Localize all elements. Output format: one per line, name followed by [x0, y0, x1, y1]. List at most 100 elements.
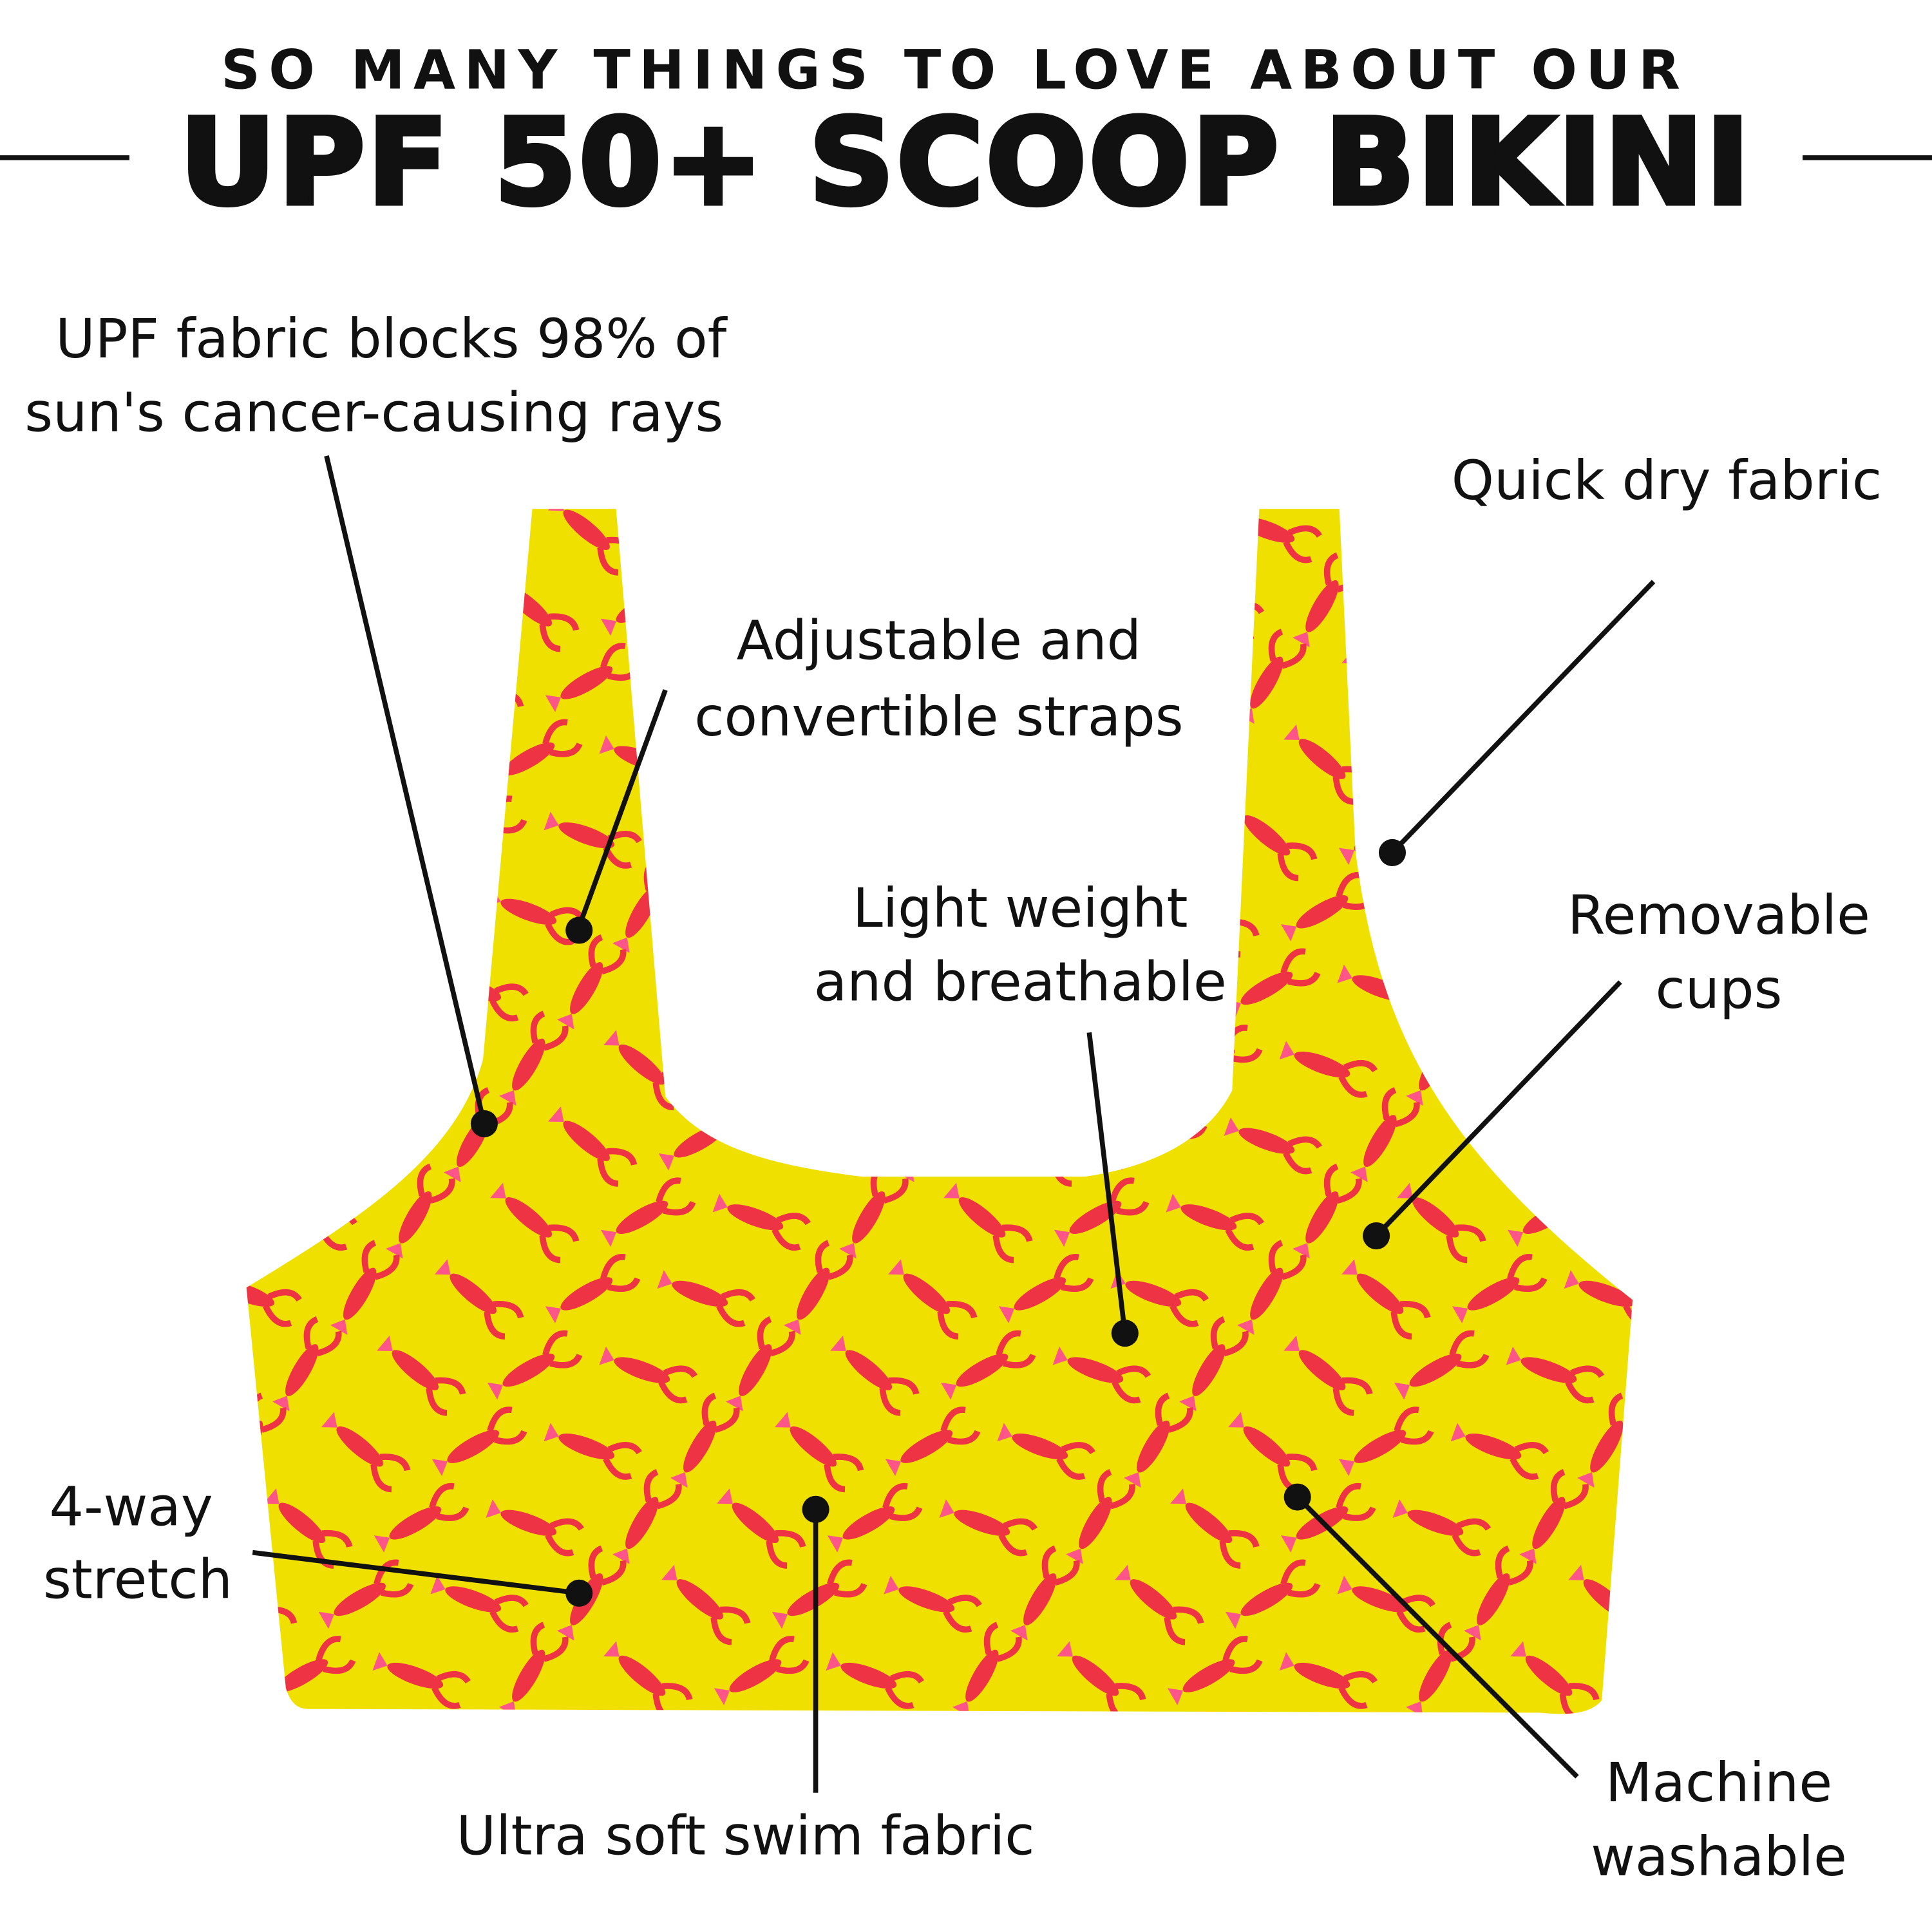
feature-upf-line1: UPF fabric blocks 98% of: [55, 307, 728, 370]
lobster-motif: [1225, 1559, 1321, 1629]
lobster-motif: [612, 1469, 682, 1564]
feature-stretch-line1: 4-way: [50, 1475, 213, 1539]
lobster-motif: [1112, 509, 1208, 560]
lobster-motif: [1506, 1346, 1605, 1404]
lobster-motif: [714, 1636, 810, 1705]
lobster-motif: [885, 795, 981, 865]
lobster-motif: [1237, 1240, 1307, 1335]
feature-upf-line2: sun's cancer-causing rays: [24, 381, 723, 444]
callout-dot-light: [1111, 1320, 1139, 1347]
feature-straps-line2: convertible straps: [694, 685, 1183, 748]
lobster-motif: [556, 934, 627, 1030]
lobster-motif: [272, 1316, 342, 1412]
lobster-motif: [246, 1101, 301, 1158]
lobster-motif: [1577, 781, 1633, 877]
lobster-motif: [1450, 1423, 1549, 1480]
lobster-motif: [1293, 1163, 1362, 1259]
callout-line-stretch: [252, 1549, 580, 1596]
lobster-motif: [940, 1330, 1036, 1400]
lobster-motif: [1166, 1193, 1265, 1251]
lobster-motif: [888, 1259, 978, 1340]
lobster-motif: [884, 1575, 982, 1633]
lobster-motif: [726, 1316, 795, 1412]
lobster-motif: [661, 953, 751, 1034]
lobster-motif: [896, 509, 967, 571]
callout-line-quick-dry: [1390, 580, 1656, 855]
lobster-motif: [827, 1482, 923, 1553]
lobster-motif: [1510, 1641, 1600, 1714]
lobster-motif: [385, 552, 455, 648]
lobster-motif: [246, 1280, 302, 1327]
lobster-motif: [430, 1575, 529, 1633]
lobster-motif: [259, 582, 357, 639]
callout-line-light: [1086, 1032, 1128, 1334]
lobster-motif: [1350, 509, 1420, 571]
feature-washable-line1: Machine: [1605, 1751, 1832, 1814]
lobster-motif: [1001, 1106, 1091, 1187]
lobster-motif: [657, 1270, 755, 1327]
lobster-motif: [1565, 1101, 1633, 1171]
lobster-motif: [431, 1406, 527, 1476]
lobster-motif: [1464, 934, 1533, 1030]
lobster-motif: [1341, 648, 1431, 729]
callout-dot-soft: [802, 1495, 829, 1523]
lobster-motif: [783, 1240, 853, 1335]
feature-stretch-line2: stretch: [43, 1548, 232, 1611]
lobster-motif: [317, 1117, 415, 1175]
lobster-motif: [1397, 1182, 1486, 1264]
lobster-motif: [885, 1406, 981, 1476]
feature-washable-line2: washable: [1591, 1825, 1847, 1888]
callout-dot-stretch: [565, 1579, 593, 1607]
lobster-motif: [658, 509, 754, 560]
lobster-motif: [600, 1177, 696, 1247]
lobster-motif: [1507, 566, 1603, 636]
lobster-motif: [826, 1041, 924, 1098]
lobster-motif: [998, 1254, 1094, 1323]
callout-line-washable: [1295, 1495, 1579, 1779]
lobster-motif: [1167, 1636, 1263, 1705]
lobster-motif: [670, 781, 740, 877]
lobster-motif: [372, 1041, 471, 1098]
feature-straps-line1: Adjustable and: [737, 609, 1141, 672]
lobster-motif: [318, 948, 414, 1018]
lobster-motif: [1279, 1041, 1378, 1098]
feature-soft: Ultra soft swim fabric: [457, 1804, 1035, 1867]
lobster-motif: [896, 1087, 967, 1182]
lobster-motif: [952, 1010, 1022, 1106]
lobster-motif: [435, 648, 524, 729]
lobster-motif: [260, 1636, 356, 1705]
feature-cups-line1: Removable: [1567, 884, 1870, 947]
lobster-motif: [385, 1163, 455, 1259]
lobster-motif: [1115, 1564, 1204, 1645]
lobster-motif: [939, 1499, 1038, 1557]
lobster-motif: [1341, 1259, 1431, 1340]
lobster-motif: [272, 705, 342, 800]
lobster-motif: [1110, 1270, 1209, 1327]
lobster-motif: [1337, 1575, 1435, 1633]
lobster-motif: [1519, 1469, 1589, 1564]
lobster-motif: [1510, 1030, 1600, 1111]
lobster-motif: [1338, 1406, 1434, 1476]
lobster-motif: [717, 877, 806, 958]
callout-dot-upf: [470, 1110, 498, 1137]
lobster-motif: [377, 1336, 466, 1416]
lobster-motif: [1392, 888, 1492, 945]
lobster-motif: [775, 800, 864, 882]
lobster-motif: [717, 1488, 806, 1569]
lobster-motif: [443, 509, 513, 571]
callout-line-upf: [324, 455, 487, 1124]
header-subtitle: SO MANY THINGS TO LOVE ABOUT OUR: [221, 39, 1689, 102]
lobster-motif: [246, 669, 302, 716]
lobster-motif: [545, 1254, 641, 1323]
feature-light-line1: Light weight: [853, 876, 1188, 940]
lobster-motif: [1010, 1545, 1080, 1641]
lobster-motif: [246, 509, 301, 547]
lobster-motif: [1170, 1488, 1260, 1569]
header-title: UPF 50+ SCOOP BIKINI: [180, 95, 1752, 232]
callout-dot-quick-dry: [1378, 838, 1406, 867]
lobster-motif: [661, 1564, 751, 1645]
lobster-motif: [1464, 1545, 1533, 1641]
lobster-motif: [1350, 1087, 1420, 1182]
lobster-motif: [263, 877, 353, 958]
